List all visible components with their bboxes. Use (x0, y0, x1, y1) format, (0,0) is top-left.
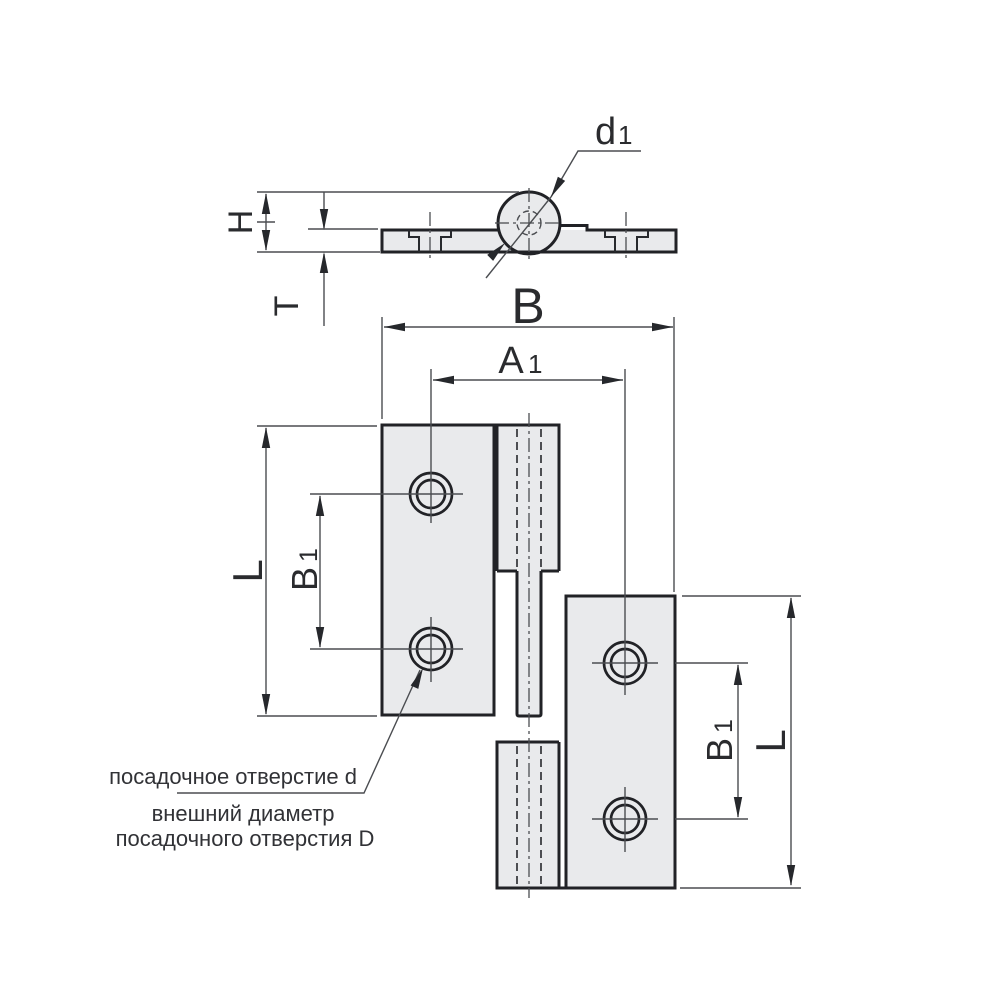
dim-B: B (381, 278, 675, 592)
dim-d1-diagonal (485, 196, 552, 279)
right-leaf-fill (566, 596, 675, 888)
annotation-leader (177, 669, 421, 794)
label-B1-sub: 1 (295, 548, 323, 562)
arrowhead (733, 797, 743, 818)
arrowhead (487, 243, 505, 261)
label-B1-left: B 1 (284, 548, 325, 591)
arrowhead (786, 865, 796, 886)
hidden-pin-lines-lower (516, 746, 542, 884)
front-view-left-leaf (380, 423, 561, 718)
side-plate-outline (380, 224, 678, 254)
arrowhead (261, 427, 271, 448)
label-L-right: L (747, 729, 794, 752)
upper-knuckle-fill (497, 425, 559, 571)
label-A1-sub: 1 (528, 349, 542, 379)
dim-L-left: L (224, 425, 377, 717)
dim-T: T (268, 192, 378, 326)
annotation-callouts: посадочное отверстие d внешний диаметр п… (109, 668, 423, 851)
hidden-pin-lines-upper (516, 429, 542, 567)
arrowhead (384, 322, 405, 332)
arrowhead (602, 375, 623, 385)
lower-knuckle-fill (497, 742, 559, 888)
label-d1-sub: 1 (618, 120, 632, 150)
dim-d1: d 1 (485, 111, 641, 279)
label-B1-right: B 1 (699, 719, 740, 762)
arrowhead (652, 322, 673, 332)
dim-L-right: L (680, 595, 801, 889)
upper-knuckle-outline (495, 423, 561, 571)
arrowhead (261, 694, 271, 715)
arrowhead (319, 252, 329, 273)
countersink-profile-right (604, 230, 649, 252)
left-leaf-outline (380, 423, 496, 717)
arrowhead (410, 668, 423, 689)
label-H: H (222, 210, 260, 235)
dim-A1: A 1 (430, 340, 626, 695)
arrowhead (315, 627, 325, 648)
dim-B1-right: B 1 (592, 662, 748, 820)
annotation-hole-d: посадочное отверстие d (109, 764, 357, 789)
dim-B1-left: B 1 (284, 493, 463, 650)
label-B1-sub: 1 (710, 719, 738, 733)
annotation-outer-d-line2: посадочного отверстия D (116, 826, 375, 851)
label-A1-main: A (498, 340, 524, 382)
label-d1-main: d (595, 111, 616, 153)
arrowhead (261, 193, 271, 214)
arrowhead (786, 597, 796, 618)
arrowhead (733, 664, 743, 685)
annotation-outer-d-line1: внешний диаметр (152, 801, 335, 826)
dim-d1-leader (550, 150, 641, 198)
hidden-pin-circle (516, 210, 542, 236)
lower-knuckle-outline (495, 740, 561, 890)
label-B1-main: B (284, 567, 325, 591)
arrowhead (433, 375, 454, 385)
dim-H: H (222, 191, 519, 253)
right-leaf-outline (564, 594, 677, 890)
label-B1-main: B (699, 738, 740, 762)
left-leaf-fill (382, 425, 494, 715)
arrowhead (261, 230, 271, 251)
label-L-left: L (224, 559, 271, 582)
label-T: T (268, 296, 306, 317)
arrowhead (319, 209, 329, 230)
arrowhead (551, 176, 566, 197)
arrowhead (315, 495, 325, 516)
countersink-profile-left (408, 230, 452, 252)
label-B: B (511, 278, 544, 334)
